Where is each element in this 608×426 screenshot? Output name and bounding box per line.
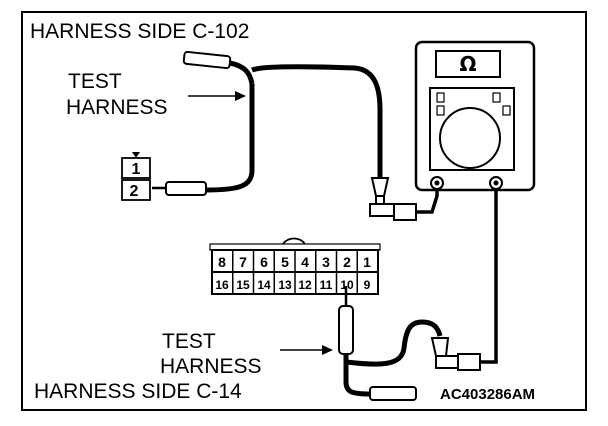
- small-connector: 1 2: [121, 152, 151, 201]
- c14-pin-12: 12: [298, 278, 312, 292]
- small-connector-pin-1: 1: [132, 161, 141, 178]
- c14-pin-10: 10: [340, 278, 354, 292]
- c14-pin-3: 3: [322, 254, 330, 270]
- c14-pin-11: 11: [320, 278, 333, 292]
- test-harness-top: [152, 50, 439, 221]
- c14-pin-16: 16: [215, 278, 229, 292]
- c14-pin-2: 2: [343, 254, 351, 270]
- pointer-arrow-top: [188, 91, 246, 101]
- figure-code: AC403286AM: [440, 386, 535, 403]
- multimeter: Ω: [414, 40, 536, 192]
- test-harness-bottom: [338, 189, 498, 401]
- c14-pin-8: 8: [218, 254, 226, 270]
- c14-pin-13: 13: [278, 278, 292, 292]
- meter-display: [435, 50, 501, 78]
- ohm-symbol: Ω: [459, 52, 476, 76]
- c14-connector: 8 7 6 5 4 3 2 1 16 15 14 13 12 11 10 9: [209, 237, 381, 295]
- range-dial: [439, 107, 501, 169]
- diagram-frame: [21, 11, 587, 411]
- c14-pin-7: 7: [239, 254, 247, 270]
- c14-pin-5: 5: [281, 254, 289, 270]
- c14-pin-9: 9: [364, 278, 371, 292]
- small-connector-pin-2: 2: [130, 183, 139, 200]
- c14-pin-dividers: [232, 250, 358, 294]
- c14-pin-4: 4: [301, 254, 309, 270]
- test-harness-label-top-line1: TEST: [68, 70, 122, 93]
- range-button: [436, 105, 445, 116]
- range-button: [492, 92, 501, 103]
- test-harness-label-top-line2: HARNESS: [66, 96, 168, 119]
- range-button: [502, 105, 511, 116]
- c14-pin-6: 6: [260, 254, 268, 270]
- bottom-title: HARNESS SIDE C-14: [34, 380, 242, 403]
- c14-pin-14: 14: [257, 278, 271, 292]
- top-title: HARNESS SIDE C-102: [30, 20, 249, 43]
- c14-pin-15: 15: [236, 278, 250, 292]
- c14-pin-1: 1: [363, 254, 371, 270]
- pointer-arrow-bottom: [280, 345, 333, 355]
- test-harness-label-bottom-line2: HARNESS: [160, 355, 262, 378]
- test-harness-label-bottom-line1: TEST: [162, 330, 216, 353]
- range-button: [436, 92, 445, 103]
